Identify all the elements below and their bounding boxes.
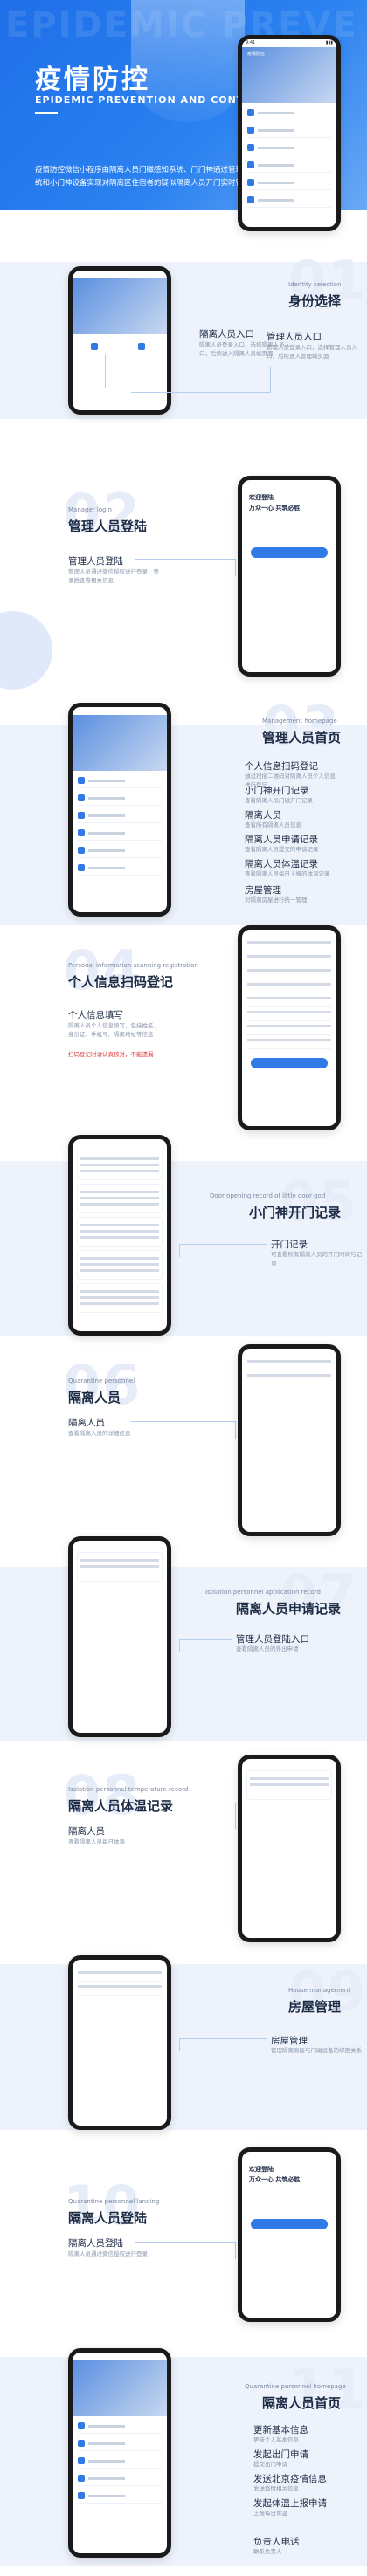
phone-mockup [68, 1135, 171, 1336]
menu-item[interactable] [247, 123, 331, 138]
menu-item[interactable] [247, 175, 331, 190]
phone-mockup [238, 925, 341, 1130]
phone-mockup [68, 1955, 171, 2130]
phone-mockup: 欢迎登陆 万众一心 共筑必胜 [238, 476, 341, 677]
phone-mockup [238, 1755, 341, 1942]
section-title: 隔离人员登陆 [68, 2210, 148, 2226]
section-title: 隔离人员体温记录 [68, 1798, 174, 1814]
section-title: 隔离人员 [68, 1390, 121, 1405]
login-button[interactable] [251, 547, 328, 558]
hero-title: 疫情防控 [35, 65, 150, 95]
phone-mockup [68, 2348, 171, 2558]
submit-button[interactable] [251, 1058, 328, 1068]
section-title: 房屋管理 [288, 1999, 342, 2015]
phone-mockup [68, 703, 171, 917]
section-title: 管理人员登陆 [68, 519, 148, 534]
menu-item[interactable] [247, 158, 331, 173]
phone-mockup-hero: 9:41▮▮▮ 疫情防控 [238, 35, 341, 231]
phone-header: 疫情防控 [242, 47, 336, 103]
phone-mockup [238, 1344, 341, 1536]
phone-mockup: 欢迎登陆 万众一心 共筑必胜 [238, 2147, 341, 2322]
doctor-illustration [131, 0, 245, 122]
section-title: 管理人员首页 [262, 730, 342, 745]
menu-item[interactable] [247, 141, 331, 155]
hero-divider [35, 112, 58, 114]
status-bar: 9:41▮▮▮ [246, 40, 333, 45]
menu-item[interactable] [247, 106, 331, 120]
phone-mockup [68, 266, 171, 415]
hero-subtitle: EPIDEMIC PREVENTION AND CONTROL [35, 94, 269, 106]
section-title: 隔离人员首页 [262, 2395, 342, 2411]
hero-description: 疫情防控微信小程序由隔离人员门磁感知系统、门门神通过管理系统和小门神设备实现对隔… [35, 166, 251, 188]
phone-mockup [68, 1536, 171, 1737]
section-title: 身份选择 [288, 293, 342, 309]
section-title: 隔离人员申请记录 [236, 1601, 342, 1617]
login-button[interactable] [251, 2219, 328, 2229]
section-title: 小门神开门记录 [249, 1205, 342, 1220]
section-title: 个人信息扫码登记 [68, 974, 174, 990]
menu-item[interactable] [247, 193, 331, 208]
